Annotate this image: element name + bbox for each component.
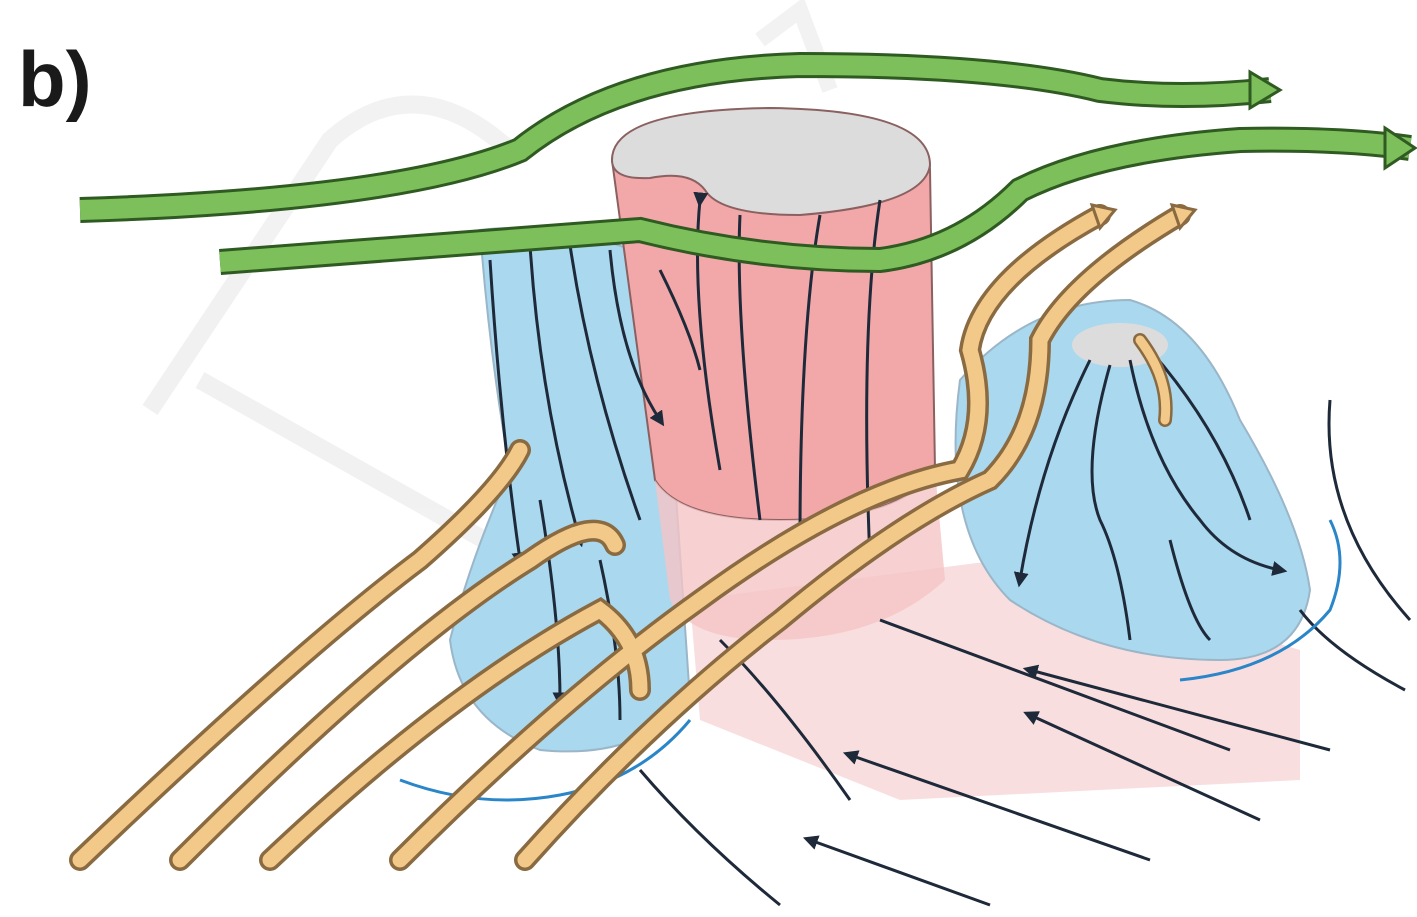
supercell-diagram — [0, 0, 1417, 917]
